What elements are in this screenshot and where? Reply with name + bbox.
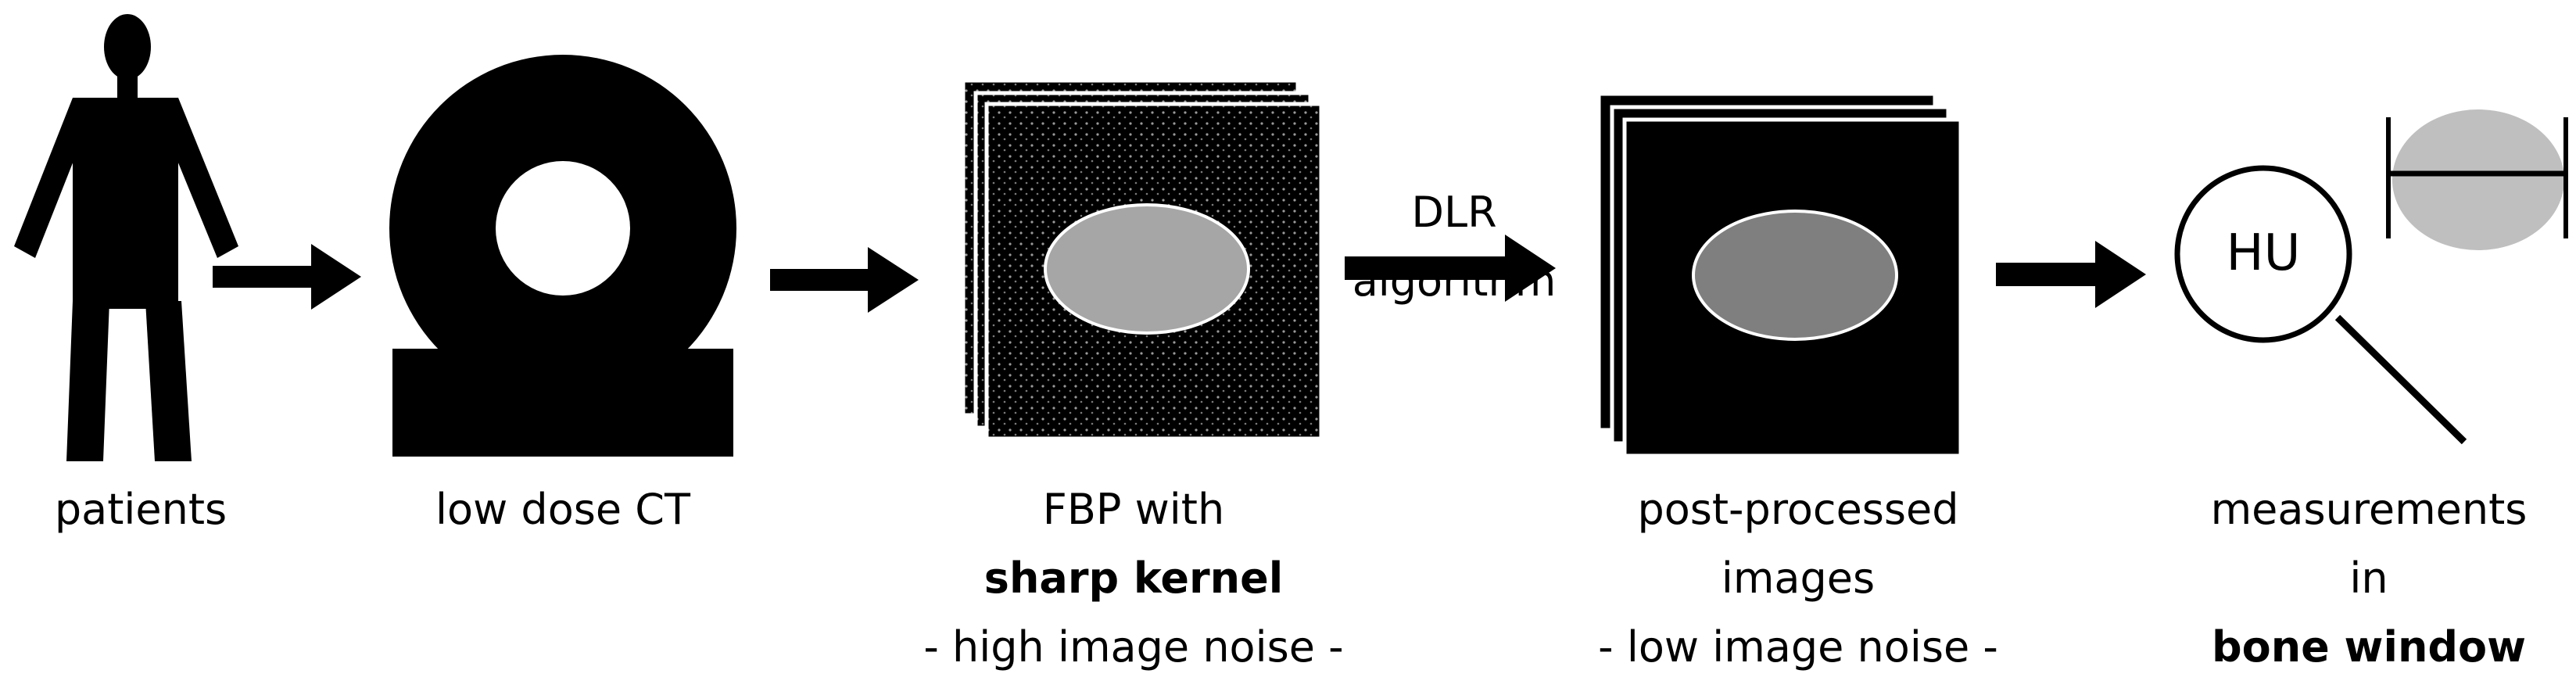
postprocessed-label: post-processed images - low image noise …	[1556, 475, 2040, 682]
measured-lesion-icon	[2386, 109, 2568, 250]
arrow-dlr	[1345, 235, 1556, 302]
measurements-line2: in	[2349, 554, 2388, 603]
dlr-line2: algorithm	[1352, 256, 1557, 306]
magnifier-icon	[2174, 165, 2467, 445]
postprocessed-line2: images	[1721, 554, 1876, 603]
low-dose-ct-label: low dose CT	[435, 485, 690, 534]
measurements-line1: measurements	[2210, 485, 2528, 534]
fbp-line1: FBP with	[1042, 485, 1225, 534]
fbp-image-stack-icon	[961, 78, 1324, 441]
fbp-line3: - high image noise -	[923, 622, 1344, 672]
dlr-label: DLR algorithm	[1321, 178, 1587, 316]
ct-scanner-icon	[389, 55, 736, 457]
magnifier-hu-label: HU	[2227, 224, 2301, 282]
arrow-to-measurement	[1996, 241, 2146, 308]
fbp-label: FBP with sharp kernel - high image noise…	[899, 475, 1368, 682]
fbp-line2: sharp kernel	[983, 554, 1284, 603]
postprocessed-image-stack-icon	[1596, 91, 1963, 458]
dlr-line1: DLR	[1411, 188, 1497, 237]
patients-label: patients	[54, 485, 228, 534]
postprocessed-line3: - low image noise -	[1598, 622, 1998, 672]
measurements-label: measurements in bone window	[2173, 475, 2564, 682]
arrow-patients-to-ct	[213, 244, 361, 310]
postprocessed-line1: post-processed	[1637, 485, 1959, 534]
patient-icon	[14, 14, 238, 461]
arrow-ct-to-fbp	[770, 247, 919, 313]
measurements-line3: bone window	[2211, 622, 2527, 672]
